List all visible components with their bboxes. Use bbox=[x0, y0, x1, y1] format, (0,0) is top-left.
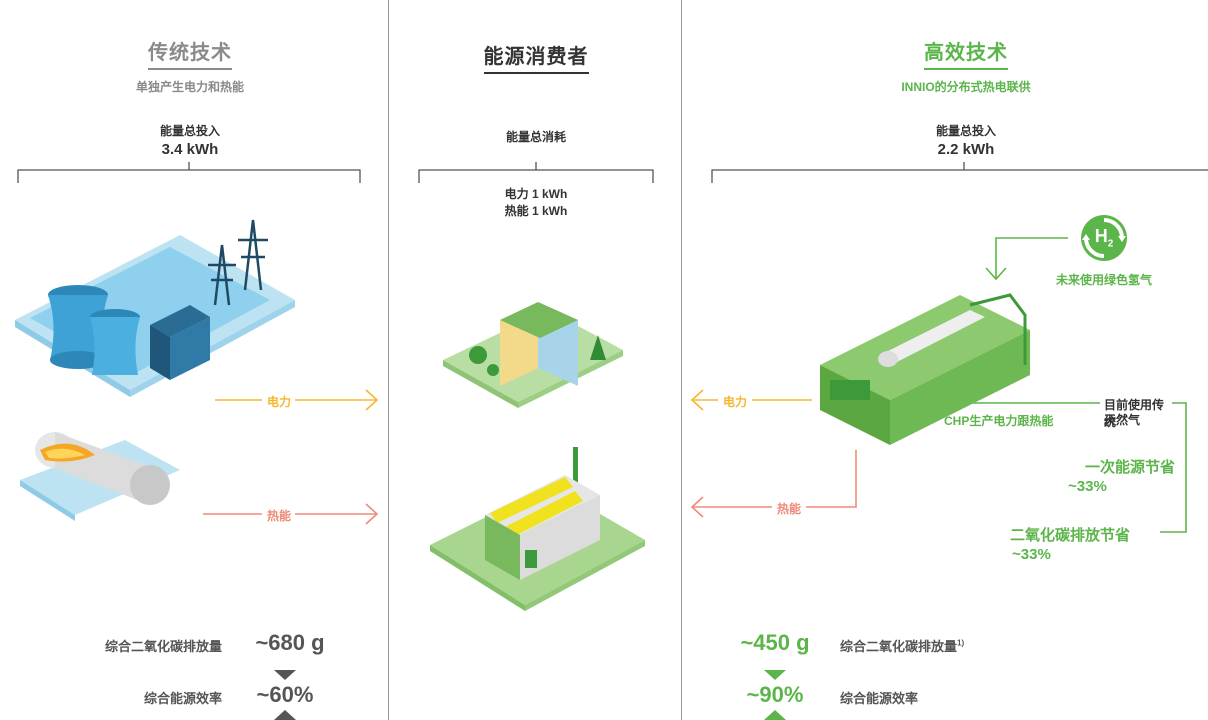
efficient-title: 高效技术 bbox=[924, 36, 1008, 70]
traditional-energy-value: 3.4 kWh bbox=[161, 141, 219, 158]
efficient-heat-label: 热能 bbox=[776, 502, 801, 516]
consumer-bracket bbox=[418, 162, 654, 183]
hydrogen-icon: H2 bbox=[1078, 212, 1130, 264]
efficient-energy-value: 2.2 kWh bbox=[937, 141, 995, 158]
consumer-power-line: 电力 1 kWh bbox=[504, 187, 568, 201]
traditional-heat-label: 热能 bbox=[266, 509, 291, 523]
efficient-efficiency-value: ~90% bbox=[746, 682, 804, 707]
hydrogen-symbol: H bbox=[1094, 226, 1108, 246]
traditional-efficiency-value: ~60% bbox=[256, 682, 314, 707]
traditional-subtitle: 单独产生电力和热能 bbox=[135, 80, 244, 94]
column-divider-right bbox=[681, 0, 682, 720]
consumer-title: 能源消费者 bbox=[483, 40, 589, 74]
hydrogen-label: 未来使用绿色氢气 bbox=[1055, 273, 1152, 287]
co2-saving-label: 二氧化碳排放节省 bbox=[1010, 527, 1131, 544]
traditional-title: 传统技术 bbox=[148, 36, 232, 70]
consumer-energy-label: 能量总消耗 bbox=[505, 130, 566, 144]
consumer-header: 能源消费者 bbox=[419, 40, 653, 74]
efficient-down-triangle bbox=[764, 670, 786, 680]
power-plant-illustration bbox=[15, 219, 295, 397]
traditional-co2-label: 综合二氧化碳排放量 bbox=[104, 639, 222, 654]
efficient-bracket bbox=[711, 162, 1208, 183]
traditional-energy-input: 能量总投入 3.4 kWh bbox=[70, 122, 310, 158]
efficient-co2-label-wrap: 综合二氧化碳排放量1) bbox=[840, 636, 1040, 655]
efficient-subtitle: INNIO的分布式热电联供 bbox=[901, 80, 1031, 94]
efficient-energy-label: 能量总投入 bbox=[935, 124, 996, 138]
traditional-header: 传统技术 单独产生电力和热能 bbox=[70, 36, 310, 95]
traditional-co2-value: ~680 g bbox=[255, 630, 325, 655]
efficient-up-triangle bbox=[764, 710, 786, 720]
primary-energy-saving-label: 一次能源节省 bbox=[1084, 459, 1175, 476]
chp-engine-illustration bbox=[820, 293, 1030, 445]
gas-label-line2: 天然气 bbox=[1104, 413, 1141, 427]
hydrogen-arrow bbox=[995, 237, 1068, 278]
traditional-bracket bbox=[17, 162, 361, 183]
hydrogen-arrowhead bbox=[985, 267, 1007, 281]
efficient-co2-footnote: 1) bbox=[957, 638, 965, 648]
efficient-co2-value: ~450 g bbox=[740, 630, 810, 655]
hydrogen-subscript: 2 bbox=[1107, 238, 1114, 250]
efficient-heat-arrow-line-b bbox=[806, 450, 857, 508]
efficient-header: 高效技术 INNIO的分布式热电联供 bbox=[850, 36, 1082, 95]
consumer-heat-line: 热能 1 kWh bbox=[504, 204, 568, 218]
efficient-efficiency-label: 综合能源效率 bbox=[840, 691, 919, 706]
efficient-energy-input: 能量总投入 2.2 kWh bbox=[850, 122, 1082, 158]
traditional-up-triangle bbox=[274, 710, 296, 720]
chp-label: CHP生产电力跟热能 bbox=[944, 414, 1054, 428]
primary-energy-saving-value: ~33% bbox=[1068, 478, 1107, 495]
traditional-energy-label: 能量总投入 bbox=[159, 124, 220, 138]
gas-label-line1: 目前使用传统 bbox=[1104, 398, 1165, 429]
traditional-down-triangle bbox=[274, 670, 296, 680]
traditional-power-arrowhead bbox=[365, 389, 379, 411]
efficient-co2-label: 综合二氧化碳排放量 bbox=[840, 639, 958, 654]
factory-illustration bbox=[430, 447, 645, 611]
savings-bracket bbox=[1160, 402, 1187, 533]
co2-saving-value: ~33% bbox=[1012, 546, 1051, 563]
traditional-heat-arrowhead bbox=[365, 503, 379, 525]
traditional-power-label: 电力 bbox=[266, 395, 291, 409]
efficient-power-label: 电力 bbox=[722, 395, 747, 409]
gas-boiler-illustration bbox=[20, 432, 180, 521]
office-building-illustration bbox=[443, 302, 623, 408]
traditional-efficiency-label: 综合能源效率 bbox=[143, 691, 222, 706]
column-divider-left bbox=[388, 0, 389, 720]
